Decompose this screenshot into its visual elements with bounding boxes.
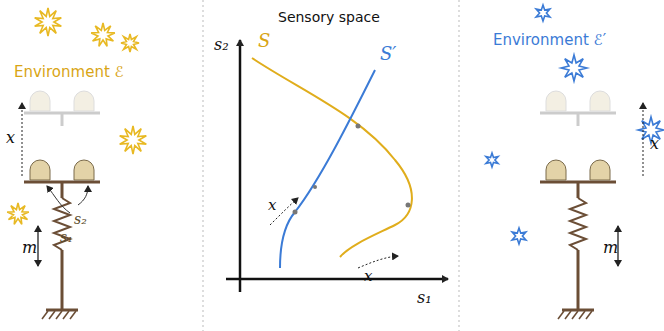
label: s₂	[214, 37, 229, 53]
x-arrow	[358, 256, 398, 268]
label: x	[6, 130, 15, 146]
label: x	[364, 269, 372, 284]
hatch	[49, 311, 55, 319]
label: Sensory space	[278, 10, 380, 24]
devices	[22, 91, 643, 319]
label: m	[22, 240, 37, 256]
hatch	[56, 311, 62, 319]
label: x	[650, 136, 659, 152]
star	[35, 8, 62, 36]
leader-line	[47, 186, 70, 213]
hatch	[572, 311, 578, 319]
m-arrow	[37, 226, 38, 266]
sensor-device	[22, 91, 100, 319]
shape	[577, 113, 580, 126]
label: S	[258, 32, 270, 50]
shape	[577, 182, 580, 198]
sample-points	[293, 124, 411, 215]
label: S′	[380, 45, 396, 63]
shape	[61, 250, 64, 310]
star	[121, 34, 139, 52]
leader-line	[78, 186, 88, 205]
hatch	[586, 311, 592, 319]
x-arrow	[643, 103, 644, 176]
hatch	[558, 311, 564, 319]
label: Environment ℰ	[14, 65, 124, 80]
star	[536, 5, 550, 21]
shape	[61, 113, 64, 126]
sensory-curve-s-prime	[280, 70, 375, 268]
star	[512, 228, 526, 244]
shape	[61, 182, 64, 198]
star	[7, 203, 29, 224]
shape	[590, 91, 610, 111]
sensor	[74, 160, 94, 180]
hatch	[63, 311, 69, 319]
label: m	[603, 240, 618, 256]
hatch	[579, 311, 585, 319]
x-arrow	[22, 103, 23, 176]
star	[91, 23, 115, 46]
panel-divider	[459, 0, 460, 331]
shape	[546, 91, 566, 111]
sensor-device	[540, 91, 643, 319]
label: s₂	[74, 212, 87, 226]
sensor	[590, 160, 610, 180]
shape	[74, 91, 94, 111]
sensory-curve-s	[252, 58, 412, 257]
label: Environment ℰ′	[493, 33, 606, 48]
spring	[570, 198, 586, 250]
star	[561, 55, 587, 81]
hatch	[565, 311, 571, 319]
star	[486, 153, 498, 167]
hatch	[42, 311, 48, 319]
label: x	[268, 198, 276, 213]
stars	[7, 5, 664, 244]
shape	[577, 250, 580, 310]
panel-divider	[203, 0, 204, 331]
star	[120, 126, 147, 154]
sensor	[546, 160, 566, 180]
sensory-axes	[226, 40, 448, 292]
shape	[30, 91, 50, 111]
hatch	[70, 311, 76, 319]
label: s₁	[60, 230, 73, 244]
sensor	[30, 160, 50, 180]
label: s₁	[417, 290, 432, 306]
